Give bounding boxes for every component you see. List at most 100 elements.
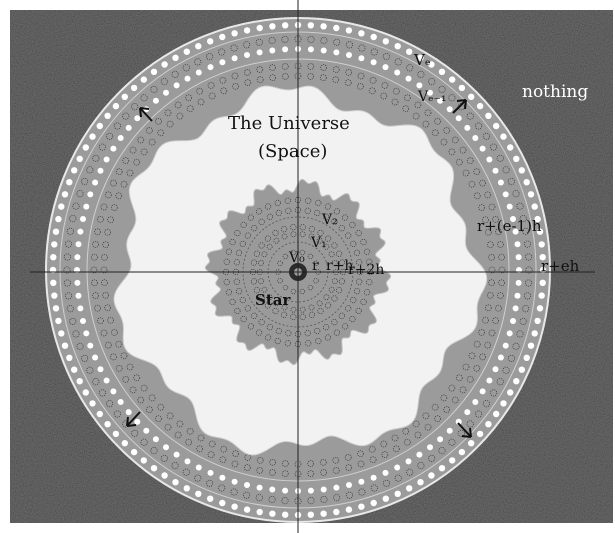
particle-dot [126,409,132,415]
particle-dot [346,52,352,58]
particle-dot [333,25,339,31]
particle-dot [143,428,149,434]
particle-dot [172,479,178,485]
particle-dot [493,168,499,174]
particle-dot [196,465,202,471]
particle-dot [507,389,513,395]
particle-dot [540,280,546,286]
particle-dot [507,330,513,336]
particle-dot [406,458,412,464]
particle-dot [416,452,422,458]
particle-dot [257,49,263,55]
particle-dot [507,144,513,150]
particle-dot [74,280,80,286]
particle-dot [464,409,470,415]
particle-dot [486,378,492,384]
particle-dot [333,485,339,491]
radius-r-plus-eh-label: r+eh [541,257,580,275]
particle-dot [195,491,201,497]
particle-dot [185,76,191,82]
particle-dot [539,292,545,298]
particle-dot [406,485,412,491]
particle-dot [524,179,530,185]
particle-dot [208,64,214,70]
particle-dot [513,156,519,162]
particle-dot [269,487,275,493]
particle-dot [427,444,433,450]
particle-dot [449,457,455,463]
particle-dot [308,488,314,494]
particle-dot [269,23,275,29]
particle-dot [244,482,250,488]
particle-dot [104,421,110,427]
particle-dot [131,85,137,91]
particle-dot [534,318,540,324]
particle-dot [66,355,72,361]
particle-dot [472,135,478,141]
particle-dot [282,22,288,28]
particle-dot [219,59,225,65]
particle-dot [55,216,61,222]
particle-dot [134,115,140,121]
particle-dot [507,204,513,210]
particle-dot [104,378,110,384]
particle-dot [346,482,352,488]
radius-r-label: r [312,258,319,274]
particle-dot [89,400,95,406]
particle-dot [53,229,59,235]
particle-dot [480,388,486,394]
particle-dot [519,367,525,373]
particle-dot [532,330,538,336]
particle-dot [151,69,157,75]
particle-dot [528,191,534,197]
particle-dot [519,167,525,173]
particle-dot [80,318,86,324]
particle-dot [515,241,521,247]
particle-dot [449,76,455,82]
particle-dot [516,254,522,260]
particle-dot [493,123,499,129]
particle-dot [346,506,352,512]
particle-dot [174,452,180,458]
particle-dot [498,180,504,186]
particle-dot [141,76,147,82]
particle-dot [131,449,137,455]
v2-label: V₂ [321,212,338,228]
particle-dot [62,343,68,349]
particle-dot [480,146,486,152]
particle-dot [244,52,250,58]
particle-dot [207,496,213,502]
particle-dot [358,479,364,485]
particle-dot [231,30,237,36]
particle-dot [172,55,178,61]
particle-dot [207,38,213,44]
particle-dot [174,82,180,88]
particle-dot [92,355,98,361]
particle-dot [493,411,499,417]
universe-label: The Universe [228,113,350,134]
particle-dot [416,82,422,88]
particle-dot [447,428,453,434]
particle-dot [113,103,119,109]
particle-dot [371,59,377,65]
particle-dot [510,318,516,324]
particle-dot [282,46,288,52]
particle-dot [77,305,83,311]
particle-dot [89,133,95,139]
particle-dot [383,64,389,70]
particle-dot [118,135,124,141]
particle-dot [92,180,98,186]
particle-dot [122,440,128,446]
particle-dot [498,355,504,361]
particle-dot [333,49,339,55]
particle-dot [219,475,225,481]
particle-dot [406,49,412,55]
particle-dot [257,509,263,515]
particle-dot [76,241,82,247]
particle-dot [53,305,59,311]
v1-label: V₁ [310,235,327,251]
particle-dot [539,241,545,247]
particle-dot [208,470,214,476]
particle-dot [184,49,190,55]
particle-dot [87,191,93,197]
